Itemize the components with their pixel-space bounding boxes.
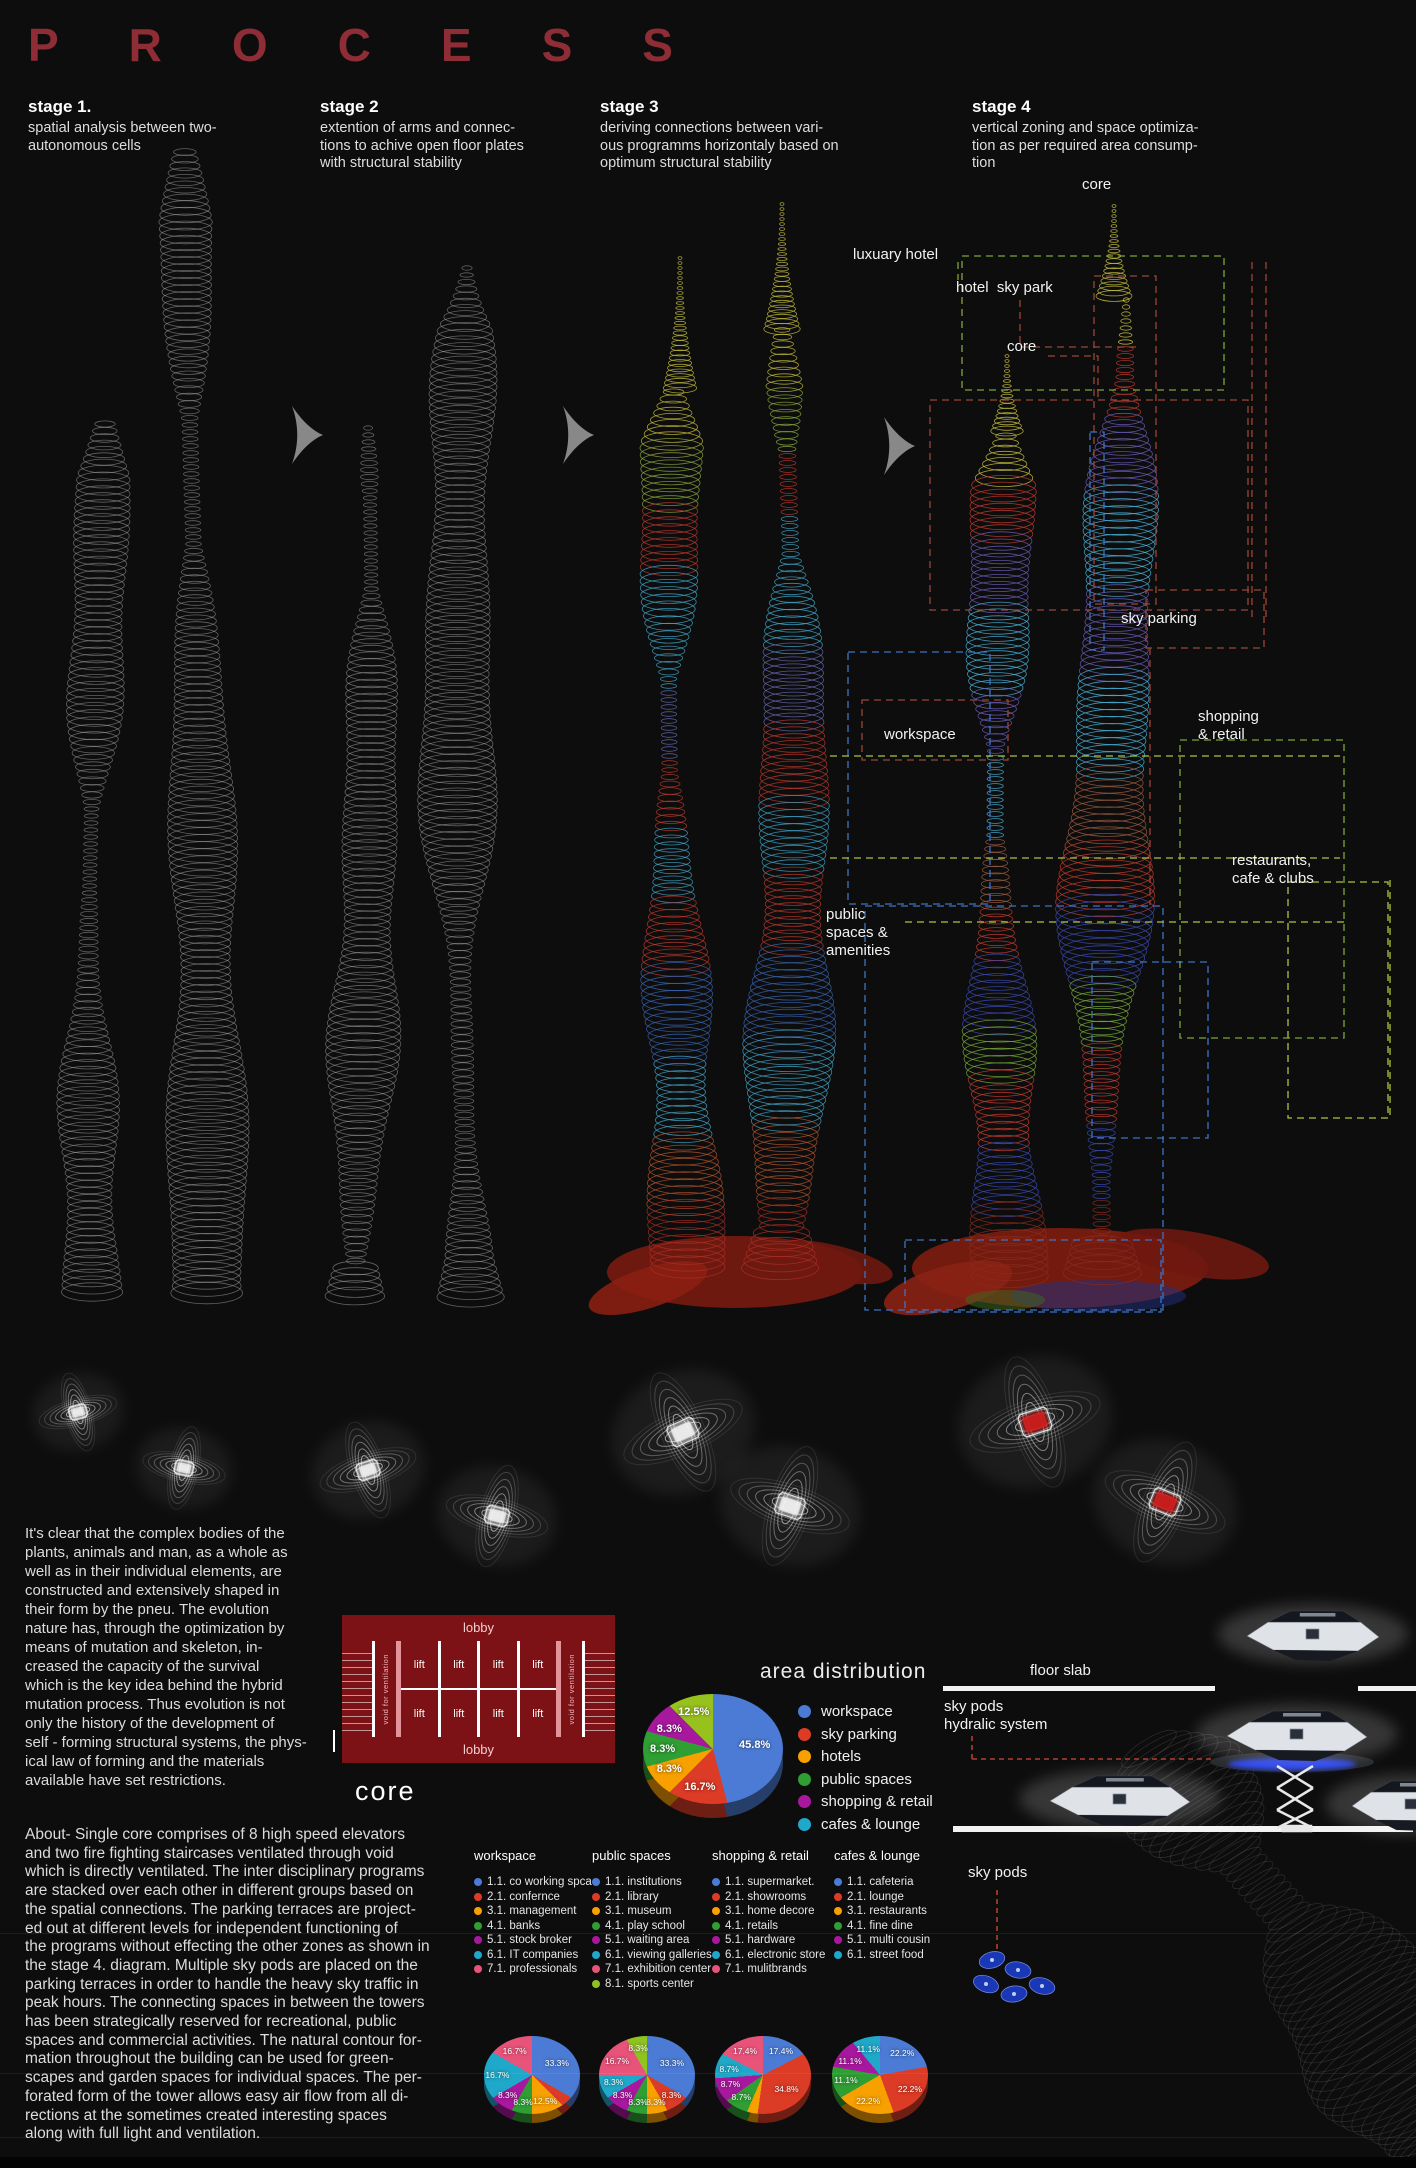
- floor-plate-cross: [32, 1372, 124, 1452]
- zoning-annotation-boxes: [830, 255, 1391, 1313]
- floor-plate-cross: [719, 1445, 861, 1567]
- tower-wireframe: [158, 148, 250, 1305]
- tower-wireframe: [417, 265, 505, 1308]
- floor-plate-cross: [1093, 1439, 1237, 1565]
- floor-plate-crosses: [32, 1355, 1237, 1568]
- stage-arrow-icons: [292, 406, 915, 475]
- tower-wireframe: [56, 420, 131, 1302]
- tower-wireframe: [741, 202, 837, 1281]
- floor-plate-cross: [957, 1355, 1113, 1489]
- sky-pods: [973, 1604, 1416, 2003]
- floor-plate-cross: [437, 1464, 557, 1568]
- sky-pod: [1325, 1774, 1416, 1834]
- floor-plate-cross: [611, 1368, 755, 1496]
- sky-pod: [1196, 1704, 1398, 1764]
- arrow-right-icon: [563, 406, 594, 464]
- arrow-right-icon: [292, 406, 323, 464]
- floor-plate-cross: [311, 1421, 425, 1519]
- floor-plate-cross: [136, 1426, 232, 1510]
- floor-slab-bar: [943, 1686, 1215, 1691]
- sky-pod: [1019, 1769, 1221, 1829]
- core-glow-lines: [674, 304, 1121, 1276]
- scissor-lift: [1276, 1764, 1314, 1833]
- sky-pod: [1217, 1604, 1409, 1664]
- tower-wireframe: [324, 425, 402, 1306]
- arrow-right-icon: [884, 417, 915, 475]
- floor-slab-bar: [1358, 1686, 1416, 1691]
- floor-slab-bar: [953, 1826, 1413, 1832]
- tower-wireframes: [56, 148, 1160, 1308]
- sky-pod-leader-lines: [971, 1736, 1212, 1952]
- tower-wireframe: [639, 256, 726, 1279]
- tower-base-splats: [588, 1228, 1269, 1316]
